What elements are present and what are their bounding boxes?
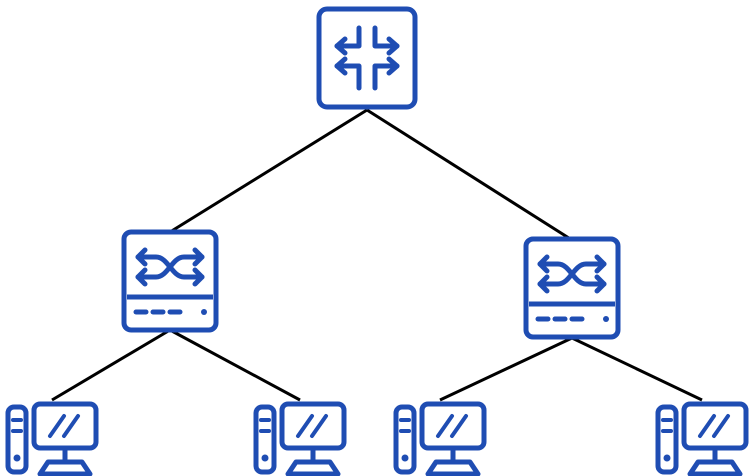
link-switch-right-pc-3	[439, 336, 573, 402]
link-switch-left-pc-2	[169, 328, 301, 402]
workstation-icon	[655, 401, 749, 476]
link-switch-right-pc-4	[571, 336, 703, 402]
switch-icon	[121, 229, 219, 333]
link-switch-left-pc-1	[51, 328, 171, 402]
workstation-icon	[5, 401, 99, 476]
link-router-switch-right	[366, 108, 573, 242]
workstation-icon	[393, 401, 487, 476]
workstation-icon	[253, 401, 347, 476]
links	[51, 108, 703, 402]
link-router-switch-left	[169, 108, 368, 234]
nodes	[5, 6, 749, 476]
router-icon	[316, 6, 418, 110]
switch-icon	[523, 236, 621, 340]
